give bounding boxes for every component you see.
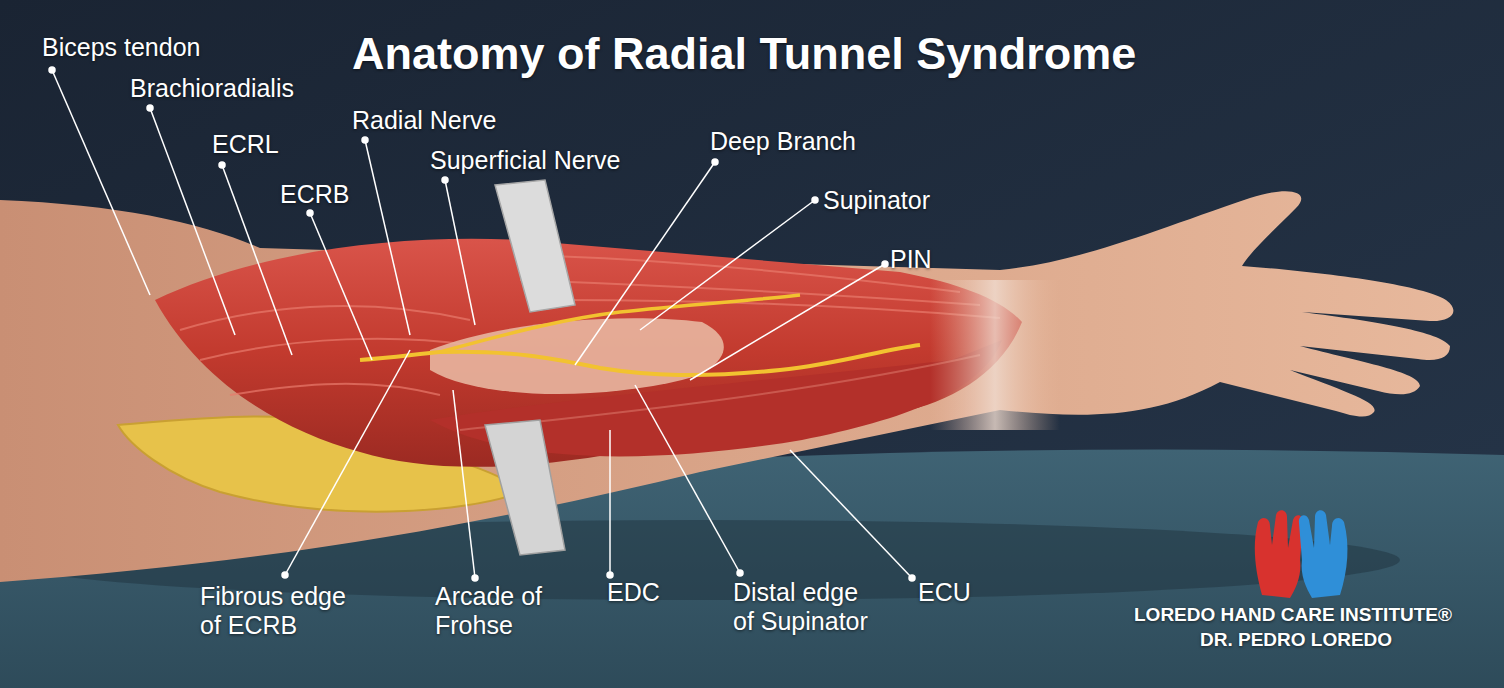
anatomy-label: Brachioradialis: [130, 74, 294, 103]
anatomy-label: Distal edge of Supinator: [733, 578, 878, 636]
anatomy-label: ECRL: [212, 130, 279, 159]
diagram-title: Anatomy of Radial Tunnel Syndrome: [352, 28, 1136, 80]
anatomy-label: Deep Branch: [710, 127, 856, 156]
anatomy-label: ECRB: [280, 180, 349, 209]
anatomy-label: ECU: [918, 578, 971, 607]
anatomy-label: Arcade of Frohse: [435, 582, 547, 640]
anatomy-label: Fibrous edge of ECRB: [200, 582, 360, 640]
anatomy-label: Superficial Nerve: [430, 146, 620, 175]
anatomy-label: Radial Nerve: [352, 106, 497, 135]
logo-text: LOREDO HAND CARE INSTITUTE®: [1134, 604, 1452, 626]
anatomy-label: Biceps tendon: [42, 33, 200, 62]
anatomy-label: EDC: [607, 578, 660, 607]
anatomy-label: Supinator: [823, 186, 930, 215]
logo-text: DR. PEDRO LOREDO: [1200, 629, 1392, 651]
anatomy-label: PIN: [890, 245, 932, 274]
